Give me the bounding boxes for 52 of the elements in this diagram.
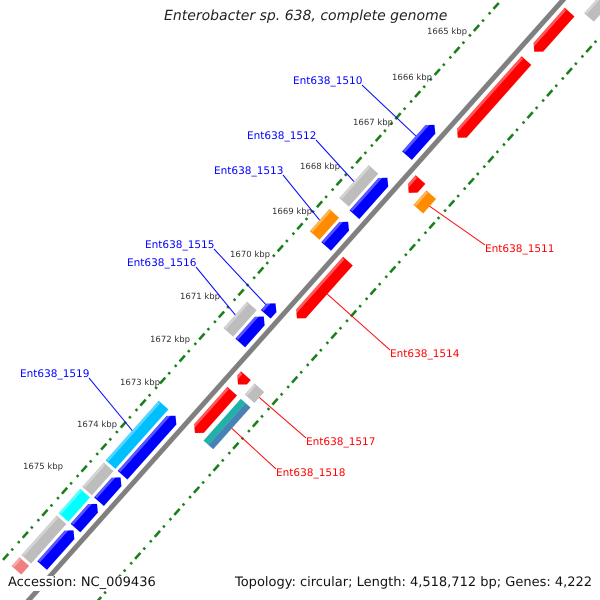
gene-label: Ent638_1516 <box>127 257 196 270</box>
gene-block <box>82 462 114 496</box>
scale-label: 1673 kbp <box>120 379 160 389</box>
scale-label: 1671 kbp <box>180 293 220 303</box>
gene-feature <box>190 386 238 434</box>
leader-line <box>214 248 266 306</box>
gene-block <box>244 383 264 404</box>
scale-label: 1668 kbp <box>300 163 340 173</box>
leader-line <box>196 266 236 316</box>
gene-label: Ent638_1518 <box>276 467 346 480</box>
leader-line <box>231 428 276 470</box>
leader-line <box>316 140 354 182</box>
scale-label: 1667 kbp <box>353 119 394 129</box>
gene-block <box>12 557 30 575</box>
gene-label: Ent638_1513 <box>214 165 284 178</box>
leader-line <box>362 84 416 136</box>
gene-label: Ent638_1511 <box>485 243 554 256</box>
gene-feature <box>530 8 574 52</box>
gene-block <box>58 488 90 522</box>
leader-line <box>326 294 390 350</box>
gene-block <box>204 398 250 450</box>
map-info-text: Accession: NC_009436 <box>8 576 156 591</box>
gene-block <box>339 164 378 207</box>
scale-label: 1672 kbp <box>150 336 190 346</box>
scale-label: 1665 kbp <box>427 28 468 38</box>
scale-label: 1674 kbp <box>77 421 118 431</box>
gene-feature <box>454 56 532 138</box>
gene-label: Ent638_1517 <box>306 436 376 448</box>
map-title: Enterobacter sp. 638, complete genome <box>164 8 448 24</box>
leader-line <box>88 378 133 431</box>
map-info-text: Topology: circular; Length: 4,518,712 bp; Genes: 4,222 <box>235 576 592 591</box>
leader-line <box>258 397 306 438</box>
leader-line <box>282 174 320 221</box>
gene-block <box>584 0 600 22</box>
gene-feature <box>234 371 251 385</box>
gene-block <box>413 190 436 214</box>
gene-block <box>310 209 340 240</box>
scale-label: 1670 kbp <box>230 251 270 261</box>
gene-label: Ent638_1512 <box>247 130 316 142</box>
gene-label: Ent638_1510 <box>293 75 362 88</box>
leader-line <box>429 206 486 246</box>
scale-label: 1666 kbp <box>392 74 432 84</box>
scale-label: 1675 kbp <box>23 463 64 473</box>
gene-block <box>21 515 66 564</box>
gene-label: Ent638_1514 <box>390 348 460 360</box>
gene-label: Ent638_1515 <box>145 239 214 252</box>
gene-feature <box>94 474 122 506</box>
scale-label: 1669 kbp <box>272 208 312 218</box>
gene-feature <box>292 256 353 318</box>
gene-feature <box>404 175 426 193</box>
gene-block <box>223 302 257 337</box>
gene-label: Ent638_1519 <box>20 368 90 380</box>
